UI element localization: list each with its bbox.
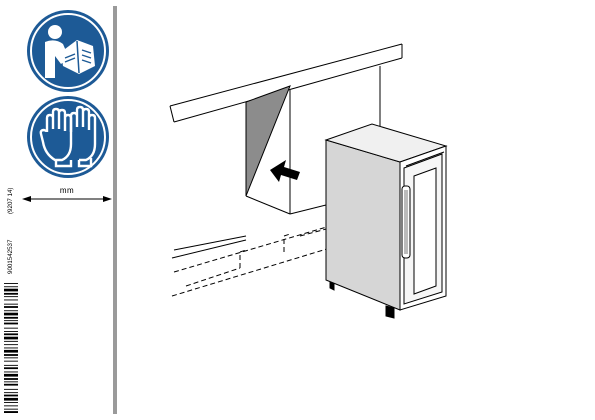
- sidebar: mm 9001542537 (9207 14): [0, 0, 117, 420]
- side-panel: [245, 85, 291, 197]
- dimension-arrow: [22, 196, 112, 202]
- measurement-unit: mm: [22, 186, 112, 208]
- cabinet-niche: [171, 66, 381, 259]
- part-number: 9001542537: [7, 239, 14, 274]
- floor-guides: [171, 225, 331, 297]
- barcode: [4, 283, 18, 413]
- sidebar-divider: [113, 6, 117, 414]
- date-code: (9207 14): [7, 187, 14, 215]
- read-manual-icon: [27, 10, 109, 92]
- wine-cooler: [324, 123, 448, 319]
- installation-illustration: [169, 43, 448, 319]
- countertop: [169, 43, 403, 123]
- unit-label: mm: [59, 186, 75, 195]
- insertion-arrow: [270, 160, 300, 182]
- wear-gloves-icon: [27, 96, 109, 178]
